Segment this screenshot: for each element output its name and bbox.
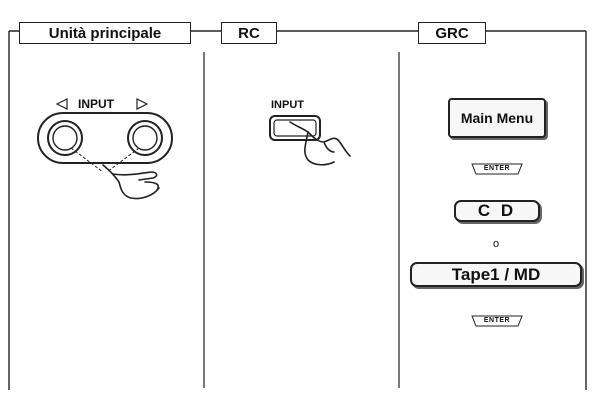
main-unit-label: Unità principale (48, 25, 162, 42)
rc-label: RC (238, 25, 260, 42)
tab-main-unit: Unità principale (19, 22, 191, 44)
hand-pointer-icon (289, 121, 351, 166)
rc-input-label: INPUT (271, 99, 304, 111)
main-menu-label: Main Menu (460, 110, 534, 126)
enter-key-1: ENTER (471, 163, 523, 175)
cd-label: C D (477, 201, 517, 220)
right-triangle-icon (136, 98, 149, 110)
main-unit-knob-panel (37, 112, 173, 173)
left-triangle-icon (55, 98, 68, 110)
tape-md-label: Tape1 / MD (451, 265, 541, 284)
tab-rc: RC (221, 22, 277, 44)
or-label: o (493, 238, 500, 250)
tab-grc: GRC (418, 22, 486, 44)
hand-pointer-icon (102, 164, 160, 200)
grc-label: GRC (435, 25, 469, 42)
tape-md-button: Tape1 / MD (410, 262, 582, 287)
cd-button: C D (454, 200, 540, 222)
main-unit-input-label: INPUT (78, 97, 114, 111)
main-menu-button: Main Menu (448, 98, 546, 138)
enter-key-2-label: ENTER (483, 317, 511, 324)
enter-key-2: ENTER (471, 315, 523, 327)
enter-key-1-label: ENTER (483, 165, 511, 172)
